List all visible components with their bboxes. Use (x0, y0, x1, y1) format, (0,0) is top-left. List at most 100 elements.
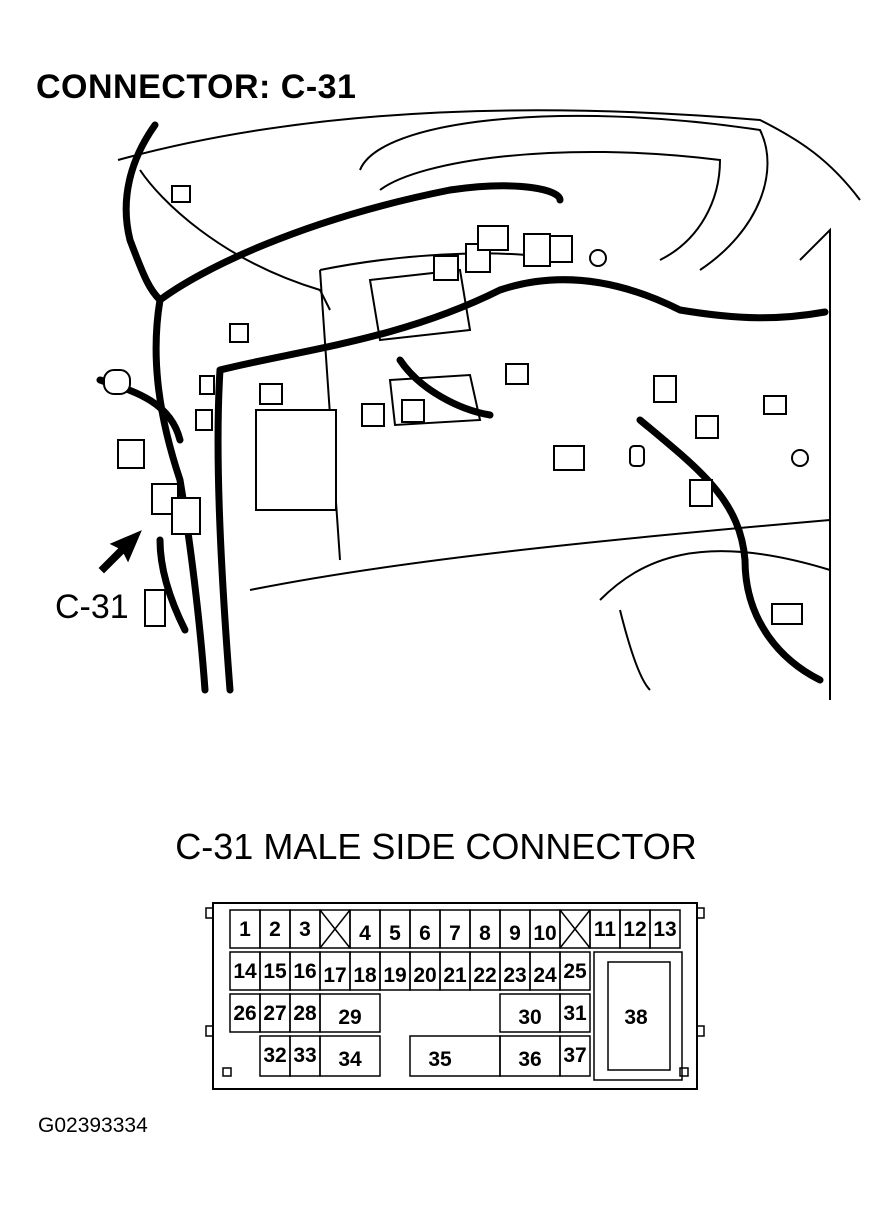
pin-label: 10 (533, 922, 556, 945)
pin-label: 13 (653, 918, 676, 941)
connector-body (361, 403, 385, 427)
grommet (103, 369, 131, 395)
connector-body (771, 603, 803, 625)
connector-body (695, 415, 719, 439)
lower-vent (388, 373, 482, 427)
c31-callout-label: C-31 (55, 588, 129, 626)
figure-code: G02393334 (38, 1114, 148, 1137)
pin-label: 21 (443, 964, 467, 987)
harness-illustration (96, 109, 861, 700)
housing-notch (696, 1025, 705, 1037)
pin-label: 32 (263, 1044, 286, 1067)
connector-body (117, 439, 145, 469)
harness-mid-drop (214, 366, 234, 694)
connector-body (195, 409, 213, 431)
pin-label: 5 (389, 922, 401, 945)
pin-label: 23 (503, 964, 526, 987)
connector-body (171, 185, 191, 203)
pin-label: 11 (594, 918, 617, 941)
pin-label: 18 (353, 964, 377, 987)
connector-body (259, 383, 283, 405)
pin-label: 12 (623, 918, 646, 941)
pin-label: 7 (449, 922, 461, 945)
connector-face-title: C-31 MALE SIDE CONNECTOR (175, 826, 697, 867)
pin-label: 30 (518, 1006, 541, 1029)
housing-notch (222, 1067, 232, 1077)
pin-label: 34 (338, 1048, 362, 1071)
harness-center-branch (396, 356, 494, 419)
harness-main-upper (156, 182, 564, 304)
c31-arrow (98, 530, 142, 574)
ground-terminal (791, 449, 809, 467)
pin-label: 1 (239, 918, 251, 941)
connector-body (689, 479, 713, 507)
pin-cell (559, 951, 591, 991)
harness-main-middle (216, 276, 829, 374)
housing-notch (696, 907, 705, 919)
dash-top-outline (117, 109, 861, 201)
connector-body (549, 235, 573, 263)
pin-label: 9 (509, 922, 521, 945)
pin-label: 33 (293, 1044, 316, 1067)
pin-label: 2 (269, 918, 281, 941)
pin-cell (649, 909, 681, 949)
pin-label: 36 (518, 1048, 541, 1071)
pin-label: 15 (263, 960, 287, 983)
connector-body (401, 399, 425, 423)
bulb-socket (629, 445, 645, 467)
blank-cavity-cross (319, 909, 351, 949)
pin-cell (319, 1035, 381, 1077)
kick-panel (619, 609, 651, 691)
harness-right-drop (636, 416, 824, 684)
pin-cell (559, 993, 591, 1033)
glovebox-edge (599, 550, 831, 601)
connector-body (229, 323, 249, 343)
connector-body (523, 233, 551, 267)
pin-cell (593, 951, 683, 1081)
pin-label: 22 (473, 964, 496, 987)
junction-block (255, 409, 337, 511)
connector-body (763, 395, 787, 415)
pin-label: 25 (563, 960, 587, 983)
pin-label: 31 (563, 1002, 587, 1025)
harness-top-left (122, 121, 164, 304)
connector-body (433, 255, 459, 281)
diagram-title: CONNECTOR: C-31 (36, 68, 357, 106)
pin-label: 19 (383, 964, 406, 987)
cluster-hood (359, 114, 769, 271)
blank-cavity-cross (559, 909, 591, 949)
pin-label: 6 (419, 922, 431, 945)
connector-body (199, 375, 215, 395)
pin-label: 29 (338, 1006, 361, 1029)
pin-label: 8 (479, 922, 491, 945)
harness-c31-lead (156, 536, 189, 634)
pin-label: 3 (299, 918, 311, 941)
pin-38-inner (607, 961, 671, 1071)
housing-notch (205, 1025, 214, 1037)
pin-label: 28 (293, 1002, 317, 1025)
connector-body (171, 497, 201, 535)
pin-cell (559, 1035, 591, 1077)
pin-label: 35 (428, 1048, 452, 1071)
pin-label: 14 (233, 960, 257, 983)
connector-body (653, 375, 677, 403)
pin-label: 17 (323, 964, 346, 987)
connector-body (553, 445, 585, 471)
pin-label: 27 (263, 1002, 286, 1025)
pin-label: 37 (563, 1044, 586, 1067)
connector-body (477, 225, 509, 251)
pin-label: 24 (533, 964, 557, 987)
connector-housing (212, 902, 698, 1090)
pin-cell (319, 993, 381, 1033)
pin-label: 26 (233, 1002, 256, 1025)
pin-label: 4 (359, 922, 371, 945)
pin-cell (409, 1035, 501, 1077)
cluster-inner (379, 150, 722, 261)
housing-notch (205, 907, 214, 919)
dash-lower-outline (139, 169, 331, 311)
vent (368, 268, 472, 342)
right-side (799, 227, 831, 700)
housing-notch (679, 1067, 689, 1077)
pin-label: 38 (624, 1006, 648, 1029)
